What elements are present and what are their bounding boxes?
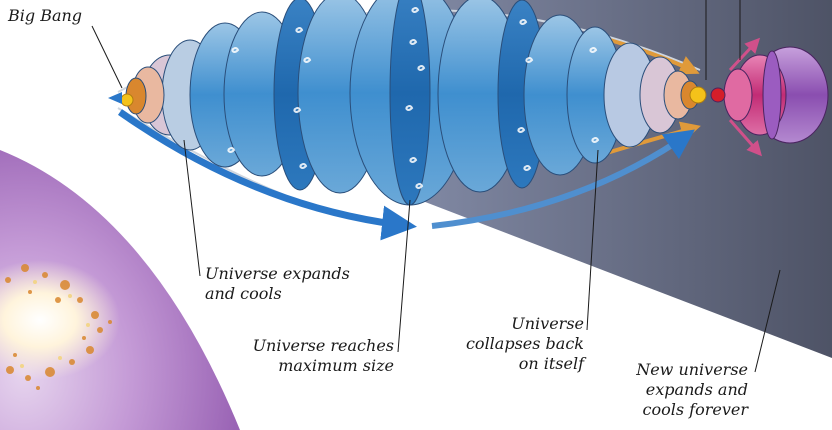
label-big-bang: Big Bang: [8, 6, 82, 26]
big-bang-point: [121, 94, 133, 106]
collapse-point: [690, 87, 706, 103]
label-collapses: Universe collapses back on itself: [456, 314, 584, 374]
label-line: collapses back: [456, 334, 584, 354]
label-new-universe: New universe expands and cools forever: [618, 360, 748, 420]
label-line: maximum size: [248, 356, 394, 376]
label-line: Universe reaches: [248, 336, 394, 356]
label-line: expands and: [618, 380, 748, 400]
label-big-bang-text: Big Bang: [8, 6, 82, 26]
label-line: Universe: [456, 314, 584, 334]
label-maximum-size: Universe reaches maximum size: [248, 336, 394, 376]
label-line: on itself: [456, 354, 584, 374]
start-arrow: [108, 92, 122, 104]
label-line: and cools: [205, 284, 350, 304]
label-line: New universe: [618, 360, 748, 380]
label-line: Universe expands: [205, 264, 350, 284]
label-line: cools forever: [618, 400, 748, 420]
label-universe-expands: Universe expands and cools: [205, 264, 350, 304]
